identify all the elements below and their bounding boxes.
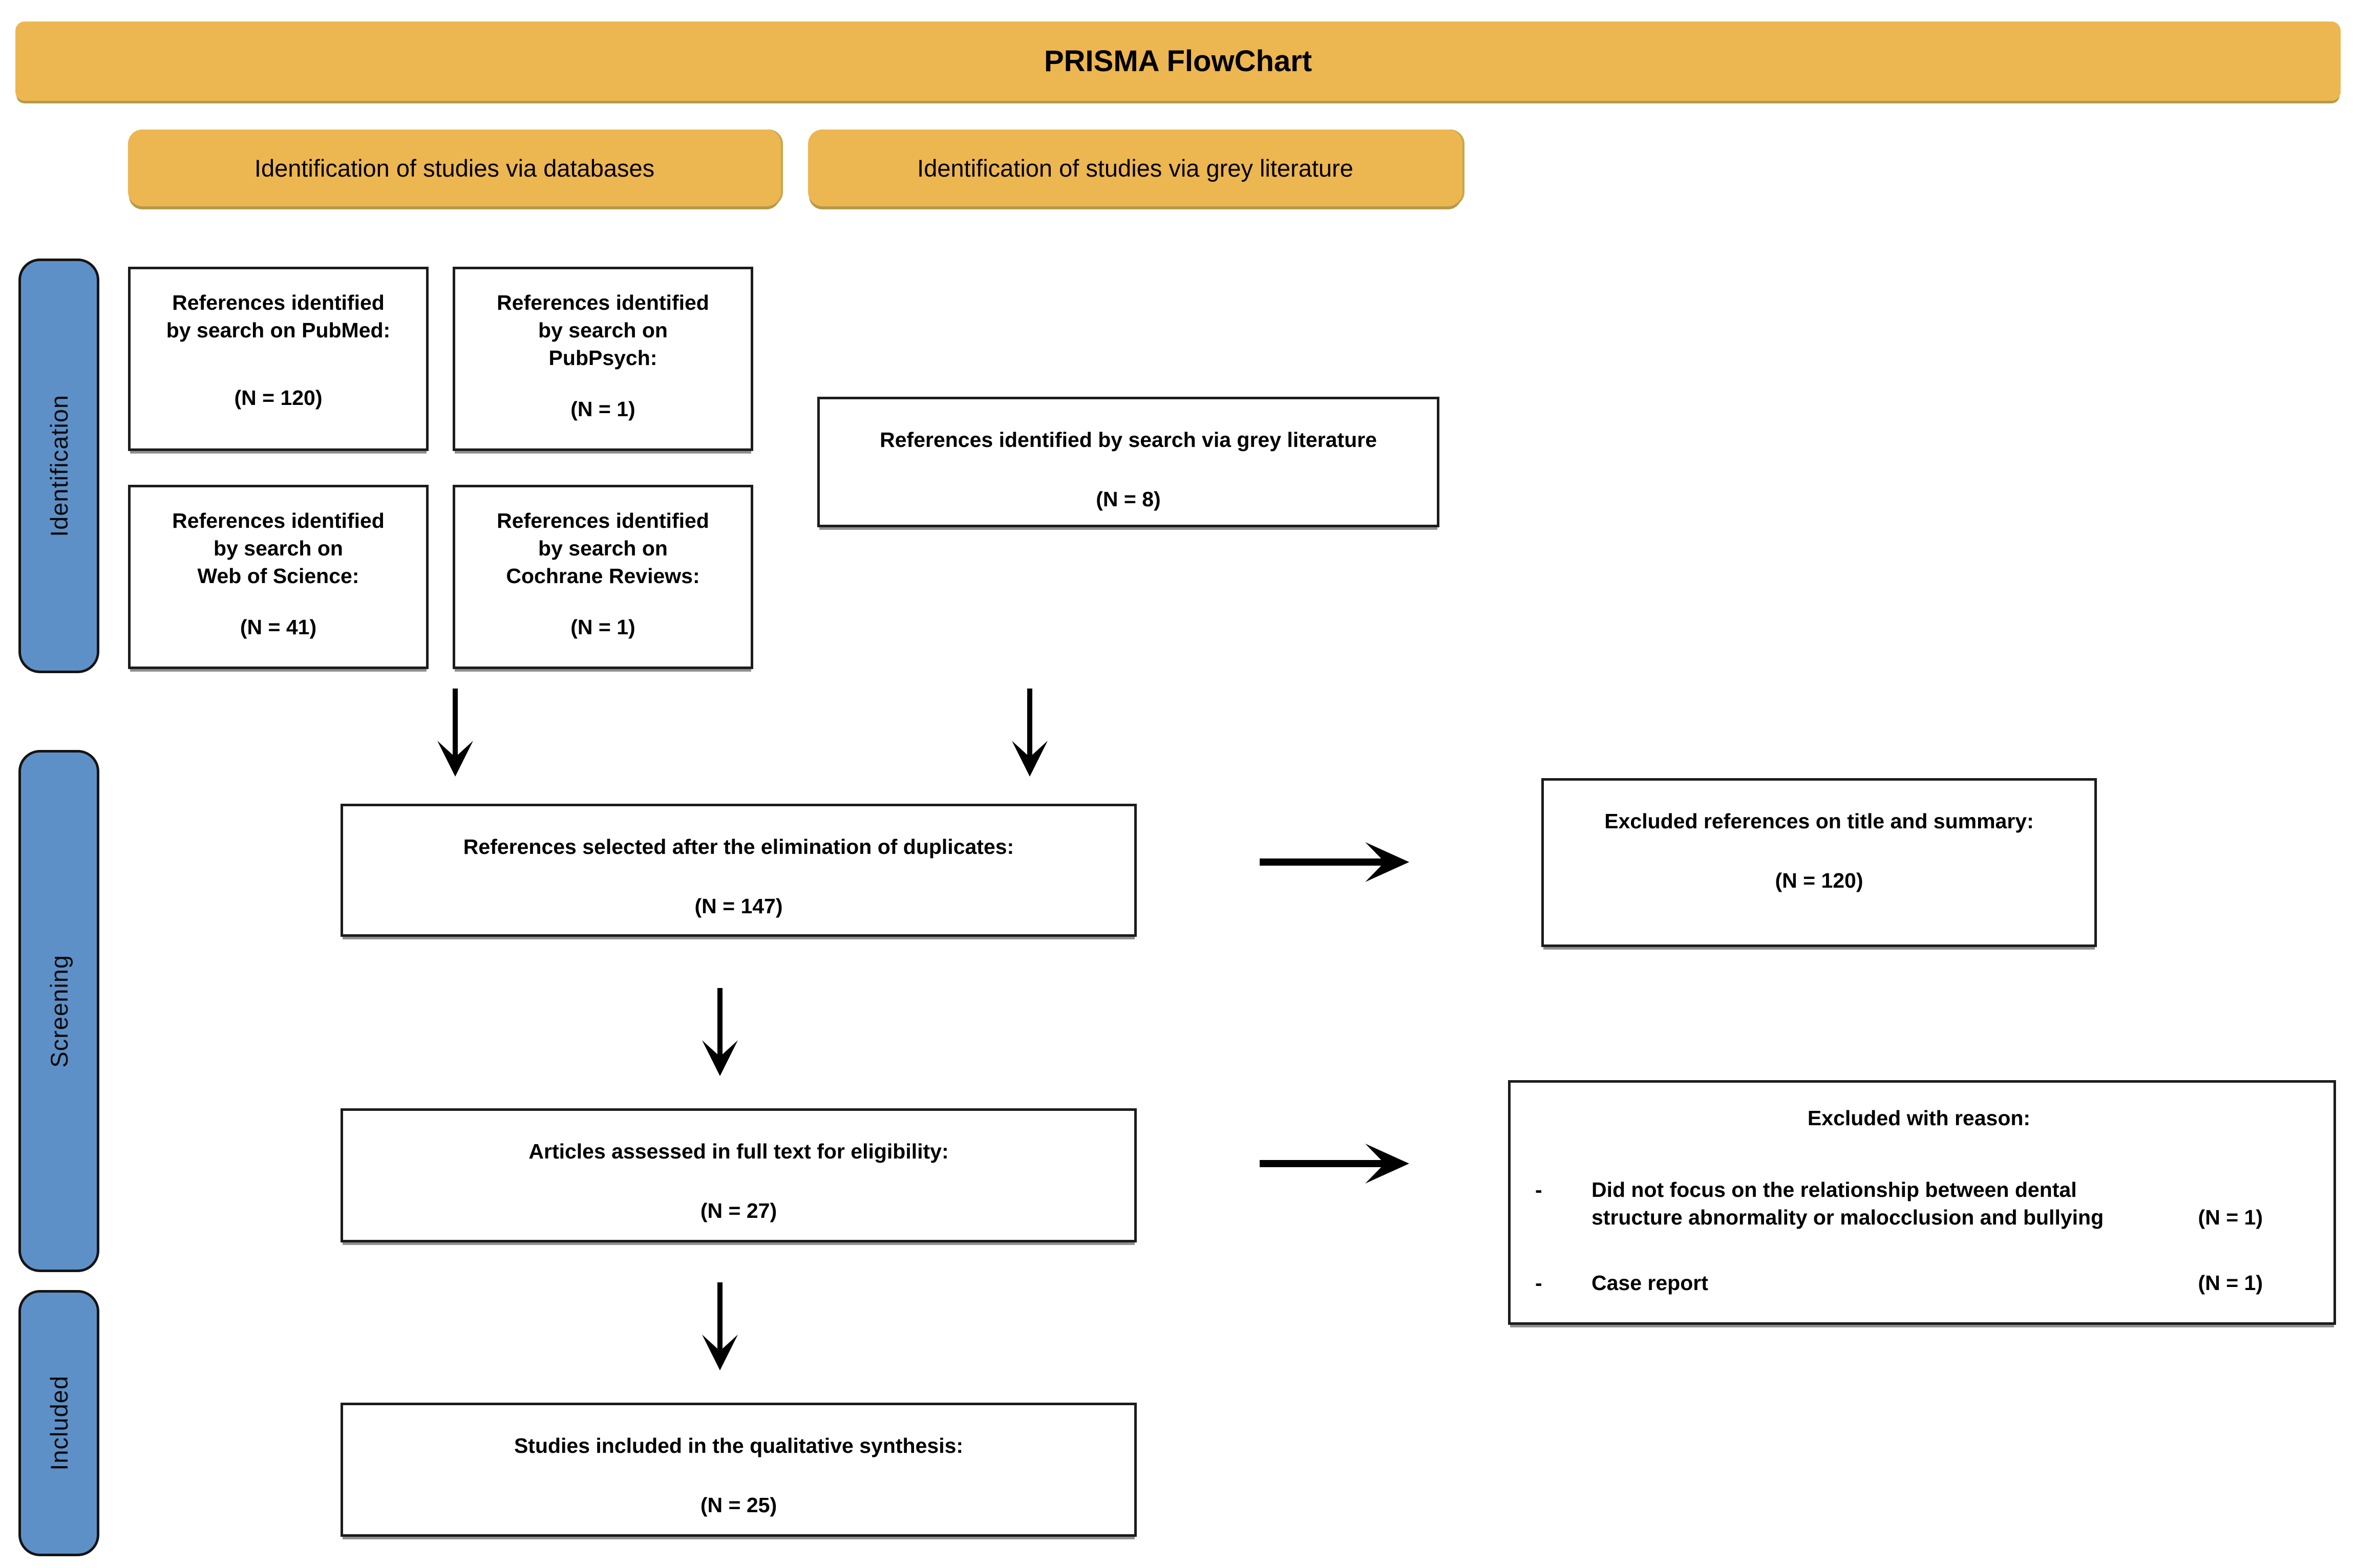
excluded-reason-text: Case report	[1591, 1271, 1708, 1295]
down-arrow-grey-to-duplicates	[1012, 689, 1048, 777]
down-arrow-databases-to-duplicates	[437, 689, 473, 777]
box-full-text: Articles assessed in full text for eligi…	[341, 1108, 1137, 1242]
page-title: PRISMA FlowChart	[1044, 45, 1312, 78]
box-duplicates-heading: References selected after the eliminatio…	[463, 835, 1014, 858]
excluded-reason-count: (N = 1)	[2198, 1271, 2263, 1295]
bullet-dash: -	[1535, 1178, 1542, 1202]
box-qualitative-synthesis-count: (N = 25)	[700, 1493, 777, 1517]
box-web-of-science: References identified by search on Web o…	[128, 485, 429, 669]
excluded-reason-count: (N = 1)	[2198, 1206, 2263, 1230]
box-qualitative-synthesis: Studies included in the qualitative synt…	[341, 1403, 1137, 1537]
down-arrow-duplicates-to-fulltext	[702, 988, 738, 1076]
box-web-of-science-heading: References identified by search on Web o…	[172, 509, 385, 588]
title-banner: PRISMA FlowChart	[15, 22, 2341, 101]
stage-identification-label: Identification	[45, 395, 73, 537]
column-header-databases-label: Identification of studies via databases	[254, 154, 655, 182]
excluded-reason-item: - Did not focus on the relationship betw…	[1535, 1176, 2303, 1231]
right-arrow-fulltext-to-excluded-reason	[1260, 1144, 1409, 1184]
box-cochrane: References identified by search on Cochr…	[453, 485, 753, 669]
box-excluded-with-reason-heading: Excluded with reason:	[1807, 1106, 2031, 1130]
box-qualitative-synthesis-heading: Studies included in the qualitative synt…	[514, 1434, 964, 1457]
stage-included-label: Included	[45, 1376, 73, 1471]
box-excluded-with-reason: Excluded with reason: - Did not focus on…	[1508, 1080, 2336, 1325]
box-grey-literature-count: (N = 8)	[1096, 487, 1161, 511]
box-pubmed-count: (N = 120)	[234, 386, 323, 410]
box-pubpsych: References identified by search on PubPs…	[453, 267, 753, 451]
box-web-of-science-count: (N = 41)	[240, 615, 317, 639]
excluded-reason-text: Did not focus on the relationship betwee…	[1591, 1178, 2104, 1230]
box-cochrane-count: (N = 1)	[570, 615, 635, 639]
box-excluded-title-summary: Excluded references on title and summary…	[1541, 778, 2097, 947]
stage-included: Included	[18, 1290, 99, 1556]
stage-screening-label: Screening	[45, 954, 73, 1068]
right-arrow-duplicates-to-excluded	[1260, 842, 1409, 882]
excluded-reason-list: - Did not focus on the relationship betw…	[1535, 1176, 2303, 1297]
stage-screening: Screening	[18, 750, 99, 1272]
box-grey-literature-heading: References identified by search via grey…	[880, 428, 1377, 452]
box-excluded-title-summary-count: (N = 120)	[1775, 869, 1863, 893]
stage-identification: Identification	[18, 259, 99, 673]
column-header-grey-literature-label: Identification of studies via grey liter…	[917, 154, 1353, 182]
box-full-text-heading: Articles assessed in full text for eligi…	[528, 1140, 949, 1163]
down-arrow-fulltext-to-synthesis	[702, 1282, 738, 1370]
box-excluded-title-summary-heading: Excluded references on title and summary…	[1604, 809, 2034, 833]
box-grey-literature: References identified by search via grey…	[817, 397, 1439, 527]
box-pubpsych-heading: References identified by search on PubPs…	[497, 291, 709, 370]
box-pubpsych-count: (N = 1)	[570, 397, 635, 421]
column-header-grey-literature: Identification of studies via grey liter…	[808, 130, 1462, 206]
box-full-text-count: (N = 27)	[700, 1199, 777, 1223]
bullet-dash: -	[1535, 1271, 1542, 1295]
excluded-reason-item: - Case report (N = 1)	[1535, 1269, 2303, 1297]
column-header-databases: Identification of studies via databases	[128, 130, 781, 206]
box-pubmed: References identified by search on PubMe…	[128, 267, 429, 451]
box-duplicates: References selected after the eliminatio…	[341, 804, 1137, 937]
box-cochrane-heading: References identified by search on Cochr…	[497, 509, 709, 588]
box-duplicates-count: (N = 147)	[694, 894, 783, 918]
box-pubmed-heading: References identified by search on PubMe…	[166, 291, 391, 342]
